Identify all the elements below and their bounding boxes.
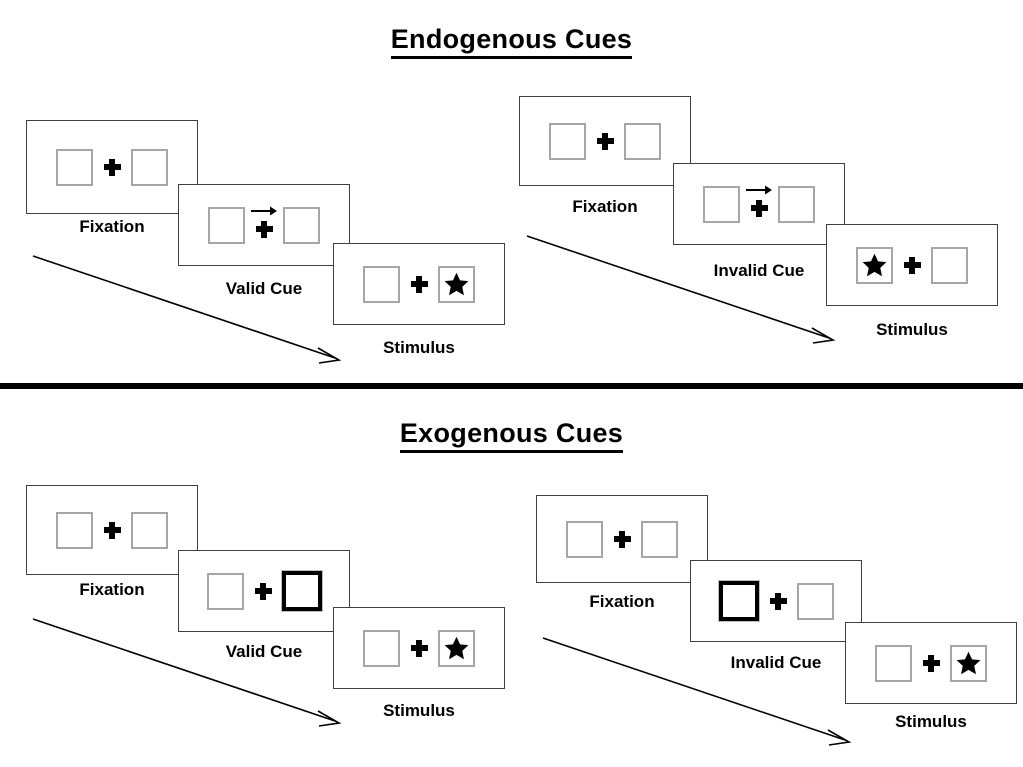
frame-endogenous-invalid-cue xyxy=(673,163,845,245)
arrow-right-icon xyxy=(745,184,773,195)
arrow-right-icon xyxy=(250,205,278,216)
caption-exogenous-invalid-cue: Invalid Cue xyxy=(730,653,822,672)
plus-icon xyxy=(93,517,131,543)
placeholder-box-right xyxy=(624,122,661,160)
placeholder-box-left xyxy=(566,520,603,558)
frame-content xyxy=(363,265,475,303)
frame-exogenous-valid-stimulus xyxy=(333,607,505,689)
frame-endogenous-valid-cue xyxy=(178,184,350,266)
frame-endogenous-invalid-stimulus xyxy=(826,224,998,306)
placeholder-box-left xyxy=(56,148,93,186)
section-divider xyxy=(0,383,1023,389)
diagonal-arrow-icon-endogenous-valid xyxy=(30,250,350,370)
cued-box-left xyxy=(717,580,760,622)
frame-content xyxy=(56,511,168,549)
star-icon xyxy=(955,650,982,676)
caption-endogenous-valid-cue: Valid Cue xyxy=(225,279,303,298)
plus-icon xyxy=(400,635,438,661)
caption-exogenous-valid-fixation: Fixation xyxy=(79,580,145,599)
frame-content xyxy=(363,629,475,667)
placeholder-box-left xyxy=(363,265,400,303)
target-box-left xyxy=(856,246,893,284)
placeholder-box-right xyxy=(931,246,968,284)
star-icon xyxy=(443,271,470,297)
placeholder-box-left xyxy=(56,511,93,549)
placeholder-box-left xyxy=(875,644,912,682)
placeholder-box-right xyxy=(283,206,320,244)
placeholder-box-right xyxy=(641,520,678,558)
plus-icon xyxy=(400,271,438,297)
frame-exogenous-invalid-stimulus xyxy=(845,622,1017,704)
frame-content xyxy=(566,520,678,558)
placeholder-box-left xyxy=(363,629,400,667)
plus-icon xyxy=(912,650,950,676)
frame-endogenous-valid-fixation xyxy=(26,120,198,214)
placeholder-box-right xyxy=(131,511,168,549)
target-box-right xyxy=(438,629,475,667)
target-box-right xyxy=(438,265,475,303)
placeholder-box-left xyxy=(208,206,245,244)
frame-content xyxy=(56,148,168,186)
caption-endogenous-valid-fixation: Fixation xyxy=(79,217,145,236)
section-title-endogenous-text: Endogenous Cues xyxy=(390,24,633,59)
caption-endogenous-invalid-stimulus: Stimulus xyxy=(876,320,948,339)
frame-content xyxy=(875,644,987,682)
placeholder-box-right xyxy=(131,148,168,186)
section-title-endogenous: Endogenous Cues xyxy=(0,24,1023,59)
plus-icon xyxy=(603,526,641,552)
section-title-exogenous: Exogenous Cues xyxy=(0,418,1023,453)
star-icon xyxy=(861,252,888,278)
caption-exogenous-valid-stimulus: Stimulus xyxy=(383,701,455,720)
frame-content xyxy=(208,205,320,245)
section-title-exogenous-text: Exogenous Cues xyxy=(399,418,624,453)
cued-box-right xyxy=(280,570,323,612)
plus-icon xyxy=(93,154,131,180)
plus-icon xyxy=(245,205,283,245)
diagonal-arrow-icon-endogenous-invalid xyxy=(524,230,844,350)
plus-icon xyxy=(586,128,624,154)
frame-content xyxy=(856,246,968,284)
frame-exogenous-valid-fixation xyxy=(26,485,198,575)
frame-content xyxy=(703,184,815,224)
target-box-right xyxy=(950,644,987,682)
frame-exogenous-invalid-cue xyxy=(690,560,862,642)
diagonal-arrow-icon-exogenous-invalid xyxy=(540,632,860,752)
caption-exogenous-valid-cue: Valid Cue xyxy=(225,642,303,661)
placeholder-box-left xyxy=(703,185,740,223)
star-icon xyxy=(443,635,470,661)
plus-icon xyxy=(740,184,778,224)
placeholder-box-right xyxy=(796,582,834,620)
frame-endogenous-valid-stimulus xyxy=(333,243,505,325)
frame-exogenous-valid-cue xyxy=(178,550,350,632)
placeholder-box-left xyxy=(549,122,586,160)
plus-icon xyxy=(893,252,931,278)
plus-icon xyxy=(244,578,282,604)
frame-exogenous-invalid-fixation xyxy=(536,495,708,583)
caption-endogenous-invalid-fixation: Fixation xyxy=(572,197,638,216)
caption-exogenous-invalid-fixation: Fixation xyxy=(589,592,655,611)
frame-content xyxy=(549,122,661,160)
plus-icon xyxy=(759,588,797,614)
caption-endogenous-valid-stimulus: Stimulus xyxy=(383,338,455,357)
caption-exogenous-invalid-stimulus: Stimulus xyxy=(895,712,967,731)
frame-content xyxy=(206,570,323,612)
placeholder-box-right xyxy=(778,185,815,223)
frame-content xyxy=(717,580,834,622)
caption-endogenous-invalid-cue: Invalid Cue xyxy=(713,261,805,280)
placeholder-box-left xyxy=(206,572,244,610)
frame-endogenous-invalid-fixation xyxy=(519,96,691,186)
